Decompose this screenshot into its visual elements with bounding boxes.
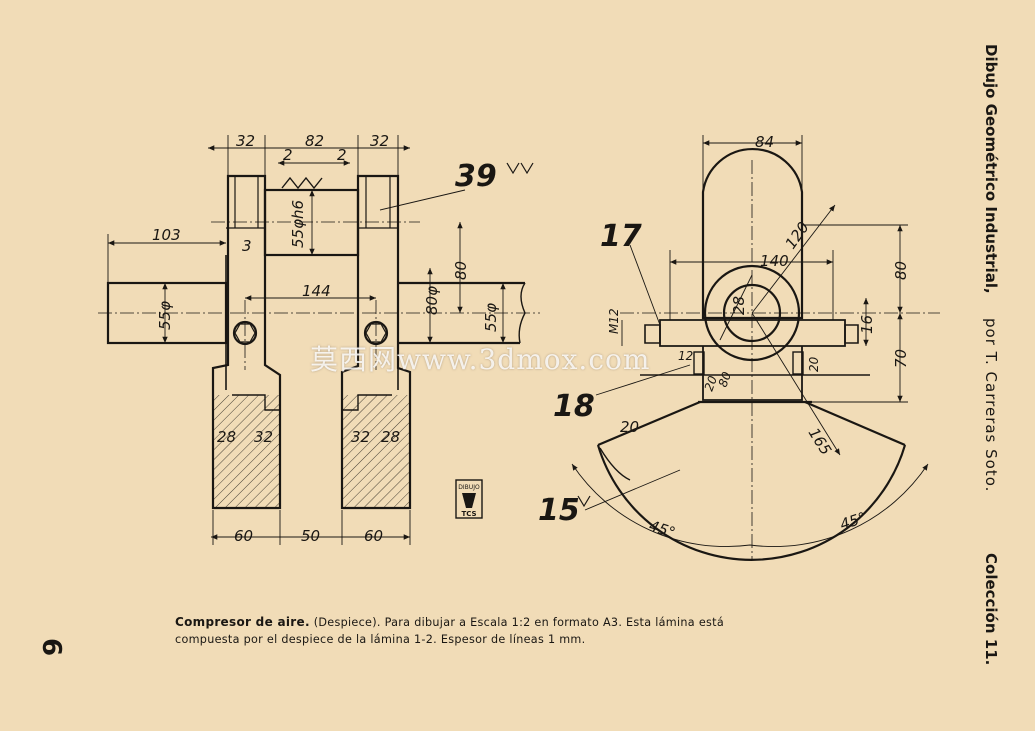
dim-165: 165 <box>805 425 835 459</box>
connecting-rod-top <box>701 148 804 320</box>
side-header-title: Dibujo Geométrico Industrial, <box>982 44 1000 294</box>
dim-28: 28 <box>730 296 748 315</box>
bolt-line <box>659 319 846 347</box>
watermark: 莫西网www.3dmox.com <box>310 343 651 376</box>
page-number: 6 <box>36 637 67 657</box>
dim-140: 140 <box>760 252 789 270</box>
crankpin <box>263 188 360 257</box>
dim-20c: 20 <box>620 418 639 436</box>
dim-80-dia: 80φ <box>423 286 441 315</box>
dim-32b: 32 <box>370 132 389 150</box>
right-crank-arm <box>340 174 412 510</box>
dim-144: 144 <box>302 282 331 300</box>
dim-m12: M12 <box>607 308 621 334</box>
dim-28b: 28 <box>381 428 400 446</box>
side-header-author: por T. Carreras Soto. <box>982 318 1000 493</box>
dim-50: 50 <box>301 527 320 545</box>
dim-55h6: 55φh6 <box>289 200 307 248</box>
dim-80-vertical: 80 <box>452 261 470 280</box>
rod-cap <box>702 346 803 401</box>
dim-80-right: 80 <box>892 261 910 280</box>
finish-mark-icon <box>506 162 534 175</box>
part-number-39: 39 <box>455 159 497 194</box>
caption-title: Compresor de aire. <box>175 615 310 629</box>
left-dimension-lines <box>107 135 506 545</box>
part-number-15: 15 <box>538 493 580 528</box>
dim-82: 82 <box>305 132 324 150</box>
caption-text: (Despiece). Para dibujar a Escala 1:2 en… <box>175 616 724 646</box>
dim-55-right: 55φ <box>482 303 500 332</box>
dim-20b: 20 <box>807 356 821 372</box>
left-view <box>98 174 540 510</box>
part-number-17: 17 <box>600 219 642 254</box>
svg-text:DIBUJO: DIBUJO <box>458 484 480 491</box>
right-view <box>596 148 940 561</box>
dim-12: 12 <box>678 349 693 363</box>
dim-70: 70 <box>892 349 910 368</box>
side-header-collection: Colección 11. <box>982 553 1000 666</box>
dim-60a: 60 <box>234 527 253 545</box>
publisher-logo: DIBUJO TCS <box>455 479 483 519</box>
dim-32d: 32 <box>351 428 370 446</box>
right-dimension-labels: 84 120 140 28 80 70 16 M12 12 20 80 20 1… <box>538 133 910 542</box>
dim-32c: 32 <box>254 428 273 446</box>
dim-103: 103 <box>152 226 181 244</box>
dim-120a: 120 <box>782 219 813 253</box>
dim-2a: 2 <box>283 146 293 164</box>
dim-2b: 2 <box>337 146 347 164</box>
dim-60b: 60 <box>364 527 383 545</box>
dim-3: 3 <box>242 237 252 255</box>
dim-80-small: 80 <box>716 370 735 389</box>
dim-55-left: 55φ <box>156 301 174 330</box>
dim-45b: 45° <box>838 508 869 533</box>
counterweight-sides <box>597 400 906 447</box>
counterweight-arc <box>596 444 907 561</box>
dim-84: 84 <box>755 133 774 151</box>
dim-45a: 45° <box>647 517 678 542</box>
right-dimension-lines <box>571 135 929 547</box>
part-number-18: 18 <box>553 389 595 424</box>
dim-20a: 20 <box>702 374 721 393</box>
dim-16: 16 <box>858 315 876 334</box>
finish-mark-icon <box>577 495 591 508</box>
svg-text:TCS: TCS <box>461 510 476 518</box>
left-dimension-labels: 32 82 32 2 2 103 3 144 80 80φ 55φ 55φ 55… <box>152 132 534 545</box>
dim-32a: 32 <box>236 132 255 150</box>
dim-28a: 28 <box>217 428 236 446</box>
caption: Compresor de aire. (Despiece). Para dibu… <box>175 614 735 648</box>
